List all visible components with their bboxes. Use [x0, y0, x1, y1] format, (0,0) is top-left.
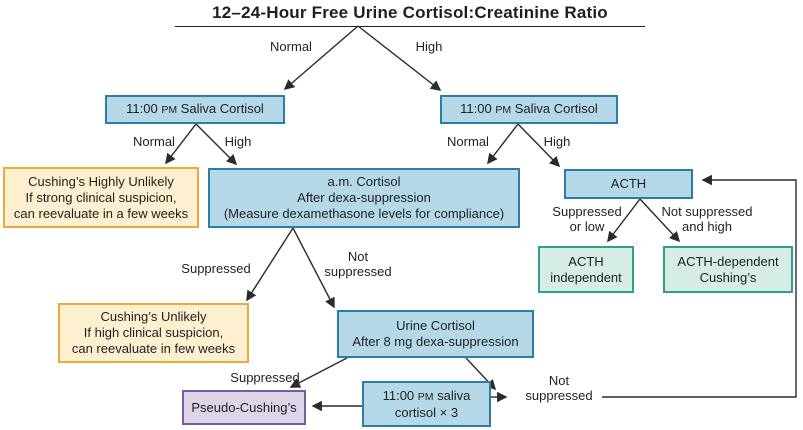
edge-label-acth-not-suppressed-and-high: Not suppressed and high: [661, 204, 753, 234]
node-line: can reevaluate in few weeks: [71, 341, 236, 356]
node-line: If high clinical suspicion,: [83, 325, 224, 340]
node-line: If strong clinical suspicion,: [25, 189, 177, 205]
node-line: 11:00 PM saliva: [382, 387, 471, 403]
node-line: Cushing’s Unlikely: [100, 309, 207, 324]
edge-label-root-high: High: [415, 39, 443, 54]
node-urine-cortisol-8mg: Urine Cortisol After 8 mg dexa-suppressi…: [337, 310, 534, 358]
node-line: ACTH: [610, 176, 647, 191]
node-cushings-highly-unlikely: Cushing’s Highly Unlikely If strong clin…: [3, 167, 199, 228]
edge-label-saliva-left-normal: Normal: [133, 134, 175, 149]
node-am-cortisol: a.m. Cortisol After dexa-suppression (Me…: [208, 168, 520, 228]
edge-label-root-normal: Normal: [270, 39, 312, 54]
node-line: can reevaluate in a few weeks: [13, 205, 189, 221]
edge-label-saliva-left-high: High: [224, 134, 252, 149]
node-acth-dependent-cushings: ACTH-dependent Cushing’s: [663, 246, 793, 293]
node-line: ACTH: [568, 253, 604, 269]
edge-label-loop-not-suppressed: Not suppressed: [525, 373, 593, 403]
node-line: (Measure dexamethasone levels for compli…: [223, 206, 505, 221]
node-saliva-cortisol-right: 11:00 PM Saliva Cortisol: [440, 95, 618, 124]
node-acth: ACTH: [564, 169, 693, 199]
node-line: After 8 mg dexa-suppression: [352, 334, 519, 349]
edge-label-saliva-right-normal: Normal: [447, 134, 489, 149]
node-line: Urine Cortisol: [396, 318, 475, 333]
node-cushings-unlikely: Cushing’s Unlikely If high clinical susp…: [58, 303, 249, 363]
edge-label-am-suppressed: Suppressed: [181, 261, 251, 276]
node-line: a.m. Cortisol: [327, 174, 401, 189]
node-line: cortisol × 3: [394, 404, 459, 420]
node-line: Cushing’s Highly Unlikely: [28, 173, 174, 189]
edge-label-am-not-suppressed: Not suppressed: [324, 249, 392, 279]
node-pseudo-cushings: Pseudo-Cushing’s: [182, 390, 306, 425]
node-line: ACTH-dependent: [677, 253, 779, 269]
diagram-title: 12–24-Hour Free Urine Cortisol:Creatinin…: [175, 3, 645, 27]
node-line: independent: [550, 269, 622, 285]
node-acth-independent: ACTH independent: [538, 246, 634, 293]
node-line: Cushing’s: [699, 269, 757, 285]
node-saliva-cortisol-x3: 11:00 PM saliva cortisol × 3: [362, 381, 491, 427]
node-line: After dexa-suppression: [297, 190, 431, 205]
edge-label-saliva-right-high: High: [543, 134, 571, 149]
node-label: 11:00 PM Saliva Cortisol: [126, 101, 264, 116]
edge-label-acth-suppressed-or-low: Suppressed or low: [552, 204, 622, 234]
node-label: 11:00 PM Saliva Cortisol: [460, 101, 598, 116]
node-saliva-cortisol-left: 11:00 PM Saliva Cortisol: [105, 95, 285, 124]
node-line: Pseudo-Cushing’s: [191, 399, 297, 415]
edge-label-urine-suppressed: Suppressed: [230, 370, 300, 385]
